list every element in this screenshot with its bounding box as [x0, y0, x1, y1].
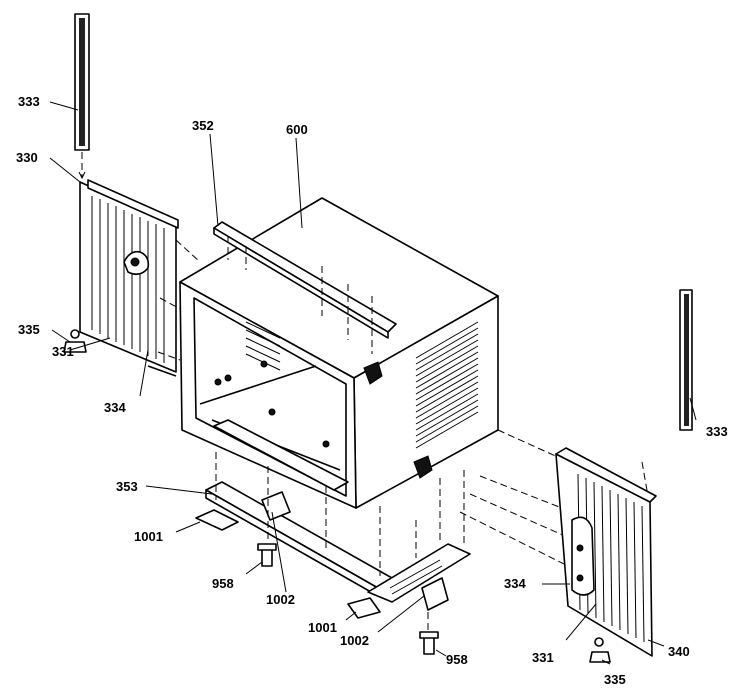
- callout-352: 352: [192, 118, 214, 133]
- assembly-line: [157, 351, 181, 361]
- bolt-958-right: [419, 631, 439, 655]
- leader-lines: [49, 101, 697, 665]
- assembly-lines-bottom: [215, 452, 465, 630]
- trim-strip-left-333: [74, 13, 90, 151]
- callout-958-left: 958: [212, 576, 234, 591]
- callout-600: 600: [286, 122, 308, 137]
- callout-353: 353: [116, 479, 138, 494]
- screw-left-335: [63, 329, 87, 353]
- trim-strip-right-333: [679, 289, 693, 431]
- assembly-lines-top: [227, 236, 373, 354]
- bracket-right: [347, 543, 471, 619]
- callout-333-left: 333: [18, 94, 40, 109]
- side-curtain-right-340: [555, 447, 657, 657]
- callout-331-left: 331: [52, 344, 74, 359]
- callout-958-right: 958: [446, 652, 468, 667]
- callout-331-right: 331: [532, 650, 554, 665]
- screw-right-335: [589, 637, 611, 663]
- assembly-line: [159, 297, 183, 311]
- callout-1002-left: 1002: [266, 592, 295, 607]
- callout-1001-left: 1001: [134, 529, 163, 544]
- bolt-958-left: [257, 543, 277, 567]
- side-curtain-left-330: [79, 179, 179, 377]
- callout-333-right: 333: [706, 424, 728, 439]
- arrow-icon: [78, 171, 86, 180]
- callout-1001-right: 1001: [308, 620, 337, 635]
- callout-1002-right: 1002: [340, 633, 369, 648]
- callout-340: 340: [668, 644, 690, 659]
- callout-330: 330: [16, 150, 38, 165]
- callout-335-left: 335: [18, 322, 40, 337]
- rail-352: [213, 221, 397, 339]
- cabinet-600: [179, 197, 499, 509]
- callout-334-right: 334: [504, 576, 526, 591]
- callout-334-left: 334: [104, 400, 126, 415]
- assembly-line: [175, 239, 201, 263]
- callout-335-right: 335: [604, 672, 626, 687]
